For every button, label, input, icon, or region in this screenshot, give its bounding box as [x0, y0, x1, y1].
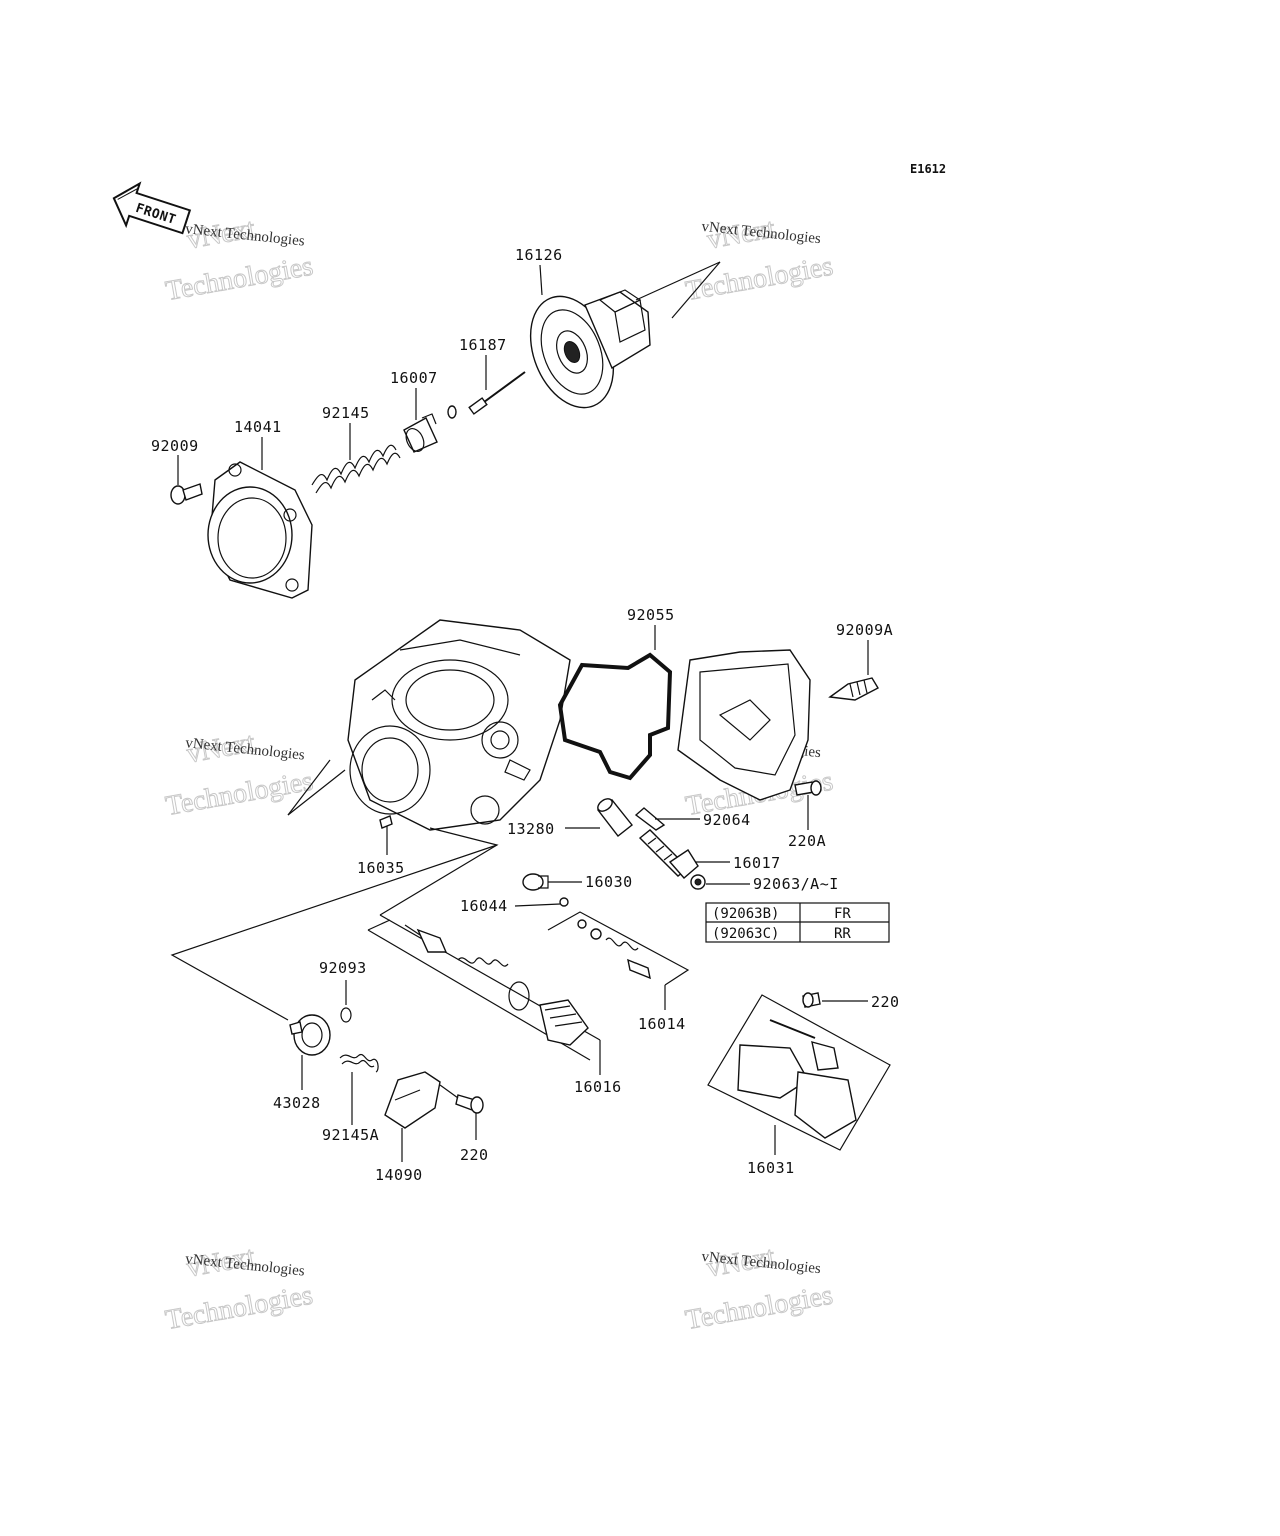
variant-table: (92063B) FR (92063C) RR: [705, 902, 890, 943]
part-16035-plug: [379, 815, 393, 829]
part-float-chamber: [677, 649, 811, 801]
label-220-right: 220: [871, 993, 900, 1011]
label-92064: 92064: [703, 811, 751, 829]
label-92063: 92063/A~I: [753, 875, 839, 893]
variant-code-row2: (92063C): [712, 926, 779, 942]
part-220a-screw: [794, 780, 822, 796]
label-16044: 16044: [460, 897, 508, 915]
part-16007-needle-holder: [403, 413, 438, 453]
part-16126-diaphragm: [529, 289, 651, 409]
label-16014: 16014: [638, 1015, 686, 1033]
svg-text:Technologies: Technologies: [163, 1280, 315, 1336]
label-92009: 92009: [151, 437, 199, 455]
label-16007: 16007: [390, 369, 438, 387]
part-92055-gasket: [557, 652, 673, 781]
label-220a-top: 220A: [788, 832, 826, 850]
part-92009-screw: [170, 483, 203, 505]
part-92064-pilot-jet: [634, 807, 666, 831]
part-16030-valve: [522, 873, 549, 891]
part-92145a-spring: [339, 1054, 379, 1073]
label-16017: 16017: [733, 854, 781, 872]
part-16014-air-screw: [577, 919, 651, 980]
watermark-top-right: vNext Technologies: [683, 213, 836, 308]
part-16044-ring: [559, 897, 569, 907]
part-16016-starter-plunger: [404, 924, 589, 1046]
label-92145: 92145: [322, 404, 370, 422]
variant-code-row1: (92063B): [712, 906, 779, 922]
part-92063-main-jet: [690, 874, 706, 890]
label-16035: 16035: [357, 859, 405, 877]
diagram-code: E1612: [910, 162, 946, 176]
watermark-bottom-right: vNext Technologies: [683, 1241, 836, 1337]
label-13280: 13280: [507, 820, 555, 838]
part-16017-emulsion-tube: [638, 829, 699, 879]
svg-text:Technologies: Technologies: [163, 766, 315, 822]
part-carburetor-body: [347, 619, 571, 831]
label-16030: 16030: [585, 873, 633, 891]
part-43028-diaphragm: [289, 1014, 331, 1056]
label-92055: 92055: [627, 606, 675, 624]
part-16031-float: [737, 1019, 857, 1139]
label-92093: 92093: [319, 959, 367, 977]
label-16016: 16016: [574, 1078, 622, 1096]
label-16031: 16031: [747, 1159, 795, 1177]
label-220-lower: 220: [460, 1146, 489, 1164]
svg-text:Technologies: Technologies: [163, 251, 315, 307]
label-14090: 14090: [375, 1166, 423, 1184]
label-16187: 16187: [459, 336, 507, 354]
part-92009a-screw: [828, 677, 879, 701]
part-92145-spring: [311, 444, 401, 494]
label-43028: 43028: [273, 1094, 321, 1112]
watermark-mid-left: vNext Technologies: [163, 727, 316, 823]
label-92145a: 92145A: [322, 1126, 379, 1144]
part-14090-cover: [384, 1071, 441, 1129]
front-arrow-icon: FRONT: [112, 181, 192, 235]
watermark-bottom-left: vNext Technologies: [163, 1241, 316, 1337]
variant-pos-row2: RR: [834, 926, 851, 942]
svg-text:Technologies: Technologies: [683, 1280, 835, 1336]
part-220-screw-lower: [455, 1094, 484, 1114]
part-220-screw-right: [802, 992, 821, 1008]
label-92009a: 92009A: [836, 621, 893, 639]
part-14041-top-cover: [207, 461, 313, 599]
label-16126: 16126: [515, 246, 563, 264]
part-13280-jet: [597, 798, 633, 837]
variant-pos-row1: FR: [834, 906, 851, 922]
part-16187-jet-needle: [447, 371, 526, 419]
part-92093-o-ring: [340, 1007, 352, 1023]
label-14041: 14041: [234, 418, 282, 436]
